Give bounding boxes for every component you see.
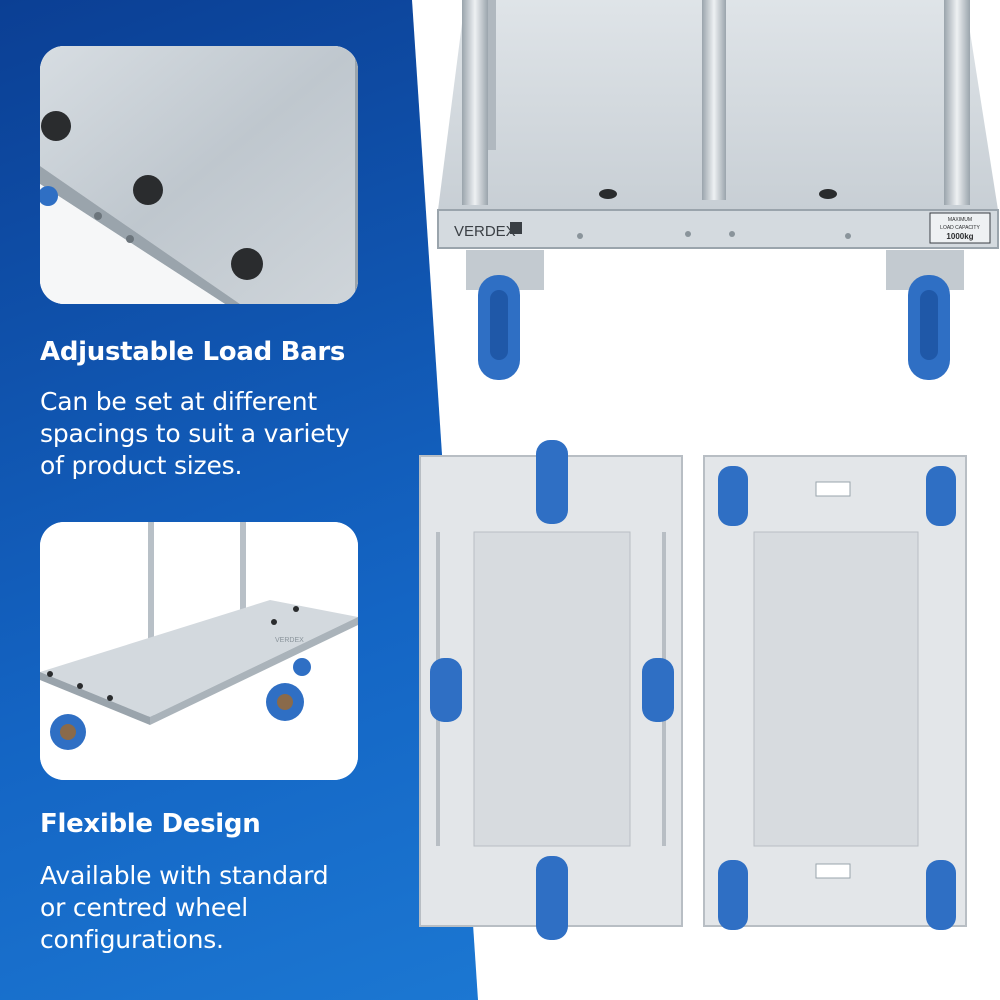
capacity-line-1: MAXIMUM	[948, 217, 972, 223]
centred-wheel-underside	[703, 455, 967, 930]
feature-text-flexible-design: Available with standard or centred wheel…	[40, 860, 420, 956]
capacity-value: 1000kg	[946, 232, 973, 241]
trolley-underside-photo	[418, 436, 968, 942]
feature-text-line: Available with standard	[40, 861, 329, 890]
brand-label: VERDEX	[454, 223, 516, 240]
brand-mark: VERDEX	[275, 637, 304, 644]
feature-title-flexible-design: Flexible Design	[40, 809, 261, 839]
capacity-line-2: LOAD CAPACITY	[940, 225, 980, 231]
wheel-icon	[466, 250, 964, 380]
trolley-front-photo: VERDEX MAXIMUM LOAD CAPACITY 1000kg	[430, 0, 1000, 390]
feature-text-line: spacings to suit a variety	[40, 419, 350, 448]
trolley-side-photo: VERDEX	[40, 522, 358, 780]
deck-closeup-photo	[40, 46, 358, 304]
feature-text-line: of product sizes.	[40, 451, 243, 480]
feature-text-line: or centred wheel	[40, 893, 249, 922]
wheel-icon	[50, 658, 311, 750]
feature-title-load-bars: Adjustable Load Bars	[40, 337, 346, 367]
feature-text-line: configurations.	[40, 925, 224, 954]
feature-text-line: Can be set at different	[40, 387, 317, 416]
feature-text-load-bars: Can be set at different spacings to suit…	[40, 386, 420, 482]
qr-code-icon	[510, 222, 522, 234]
standard-wheel-underside	[419, 440, 683, 940]
